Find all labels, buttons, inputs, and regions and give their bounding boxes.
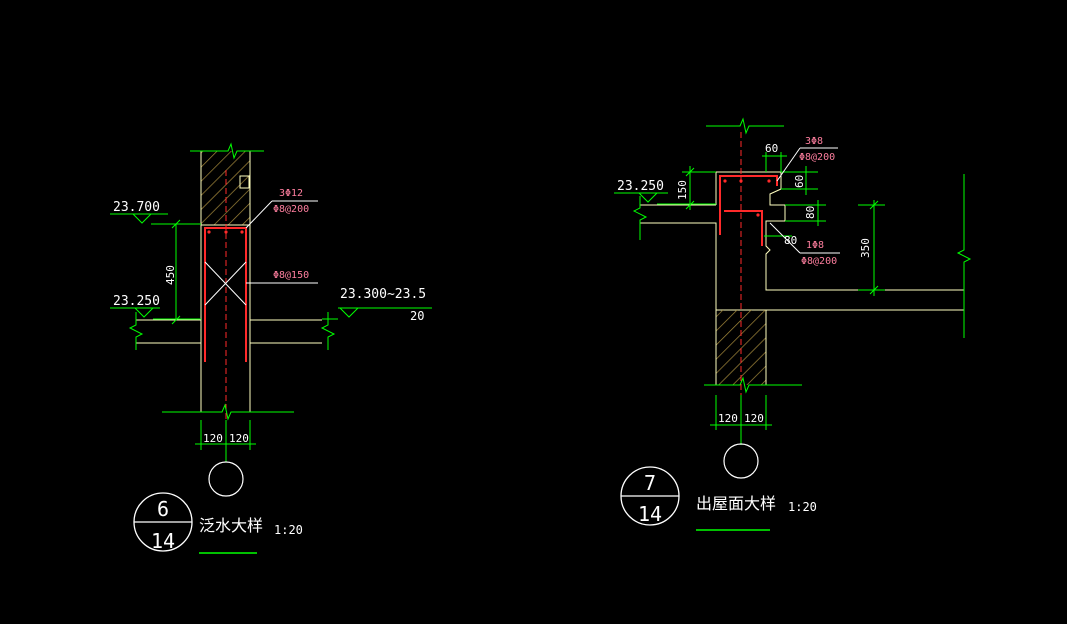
elevation-label: 23.300~23.5 — [340, 287, 426, 302]
dimension-label: 120 — [718, 412, 738, 425]
dimension-label: 80 — [784, 234, 797, 247]
leader-line — [769, 222, 801, 254]
detail-number: 6 — [157, 497, 169, 521]
elevation-marker — [339, 307, 359, 318]
rebar-dot — [723, 179, 727, 183]
rebar-label: 3Φ12 — [279, 188, 303, 199]
detail-6: 23.700 450 23.250 23.300~23.5 20 3Φ12 Φ8… — [110, 142, 432, 554]
break-line — [190, 142, 264, 160]
dimension-label: 350 — [859, 238, 872, 258]
dimension-label: 120 — [744, 412, 764, 425]
rebar-dot — [756, 213, 760, 217]
rebar-label: Φ8@200 — [273, 204, 309, 215]
dimension-label: 80 — [804, 206, 817, 219]
elevation-marker — [134, 307, 154, 318]
dimension-label: 60 — [765, 142, 778, 155]
break-line — [162, 403, 294, 421]
rebar-dot — [224, 230, 228, 234]
break-line — [128, 312, 144, 350]
dimension-label: 450 — [164, 265, 177, 285]
detail-scale: 1:20 — [788, 500, 817, 514]
rebar-label: 3Φ8 — [805, 136, 823, 147]
detail-7: 23.250 150 60 60 80 80 350 — [614, 117, 972, 531]
dimension-label: 60 — [793, 175, 806, 188]
rebar-dot — [767, 179, 771, 183]
dimension-label: 120 — [229, 432, 249, 445]
concrete-outline — [715, 171, 964, 291]
axis-bubble — [723, 443, 759, 479]
opening-cross — [204, 261, 247, 306]
concrete-outline — [640, 222, 717, 310]
dimension-tick — [171, 219, 181, 229]
sheet-number: 14 — [151, 529, 175, 553]
elevation-marker — [132, 213, 152, 224]
detail-scale: 1:20 — [274, 523, 303, 537]
rebar-dot — [207, 230, 211, 234]
elevation-sub-label: 20 — [410, 309, 424, 323]
leader-line — [776, 147, 801, 182]
break-line — [956, 174, 972, 338]
detail-number: 7 — [644, 471, 656, 495]
dimension-label: 120 — [203, 432, 223, 445]
dimension-tick — [685, 200, 695, 210]
break-line — [320, 312, 336, 350]
rebar-label: Φ8@150 — [273, 270, 309, 281]
elevation-label: 23.250 — [617, 179, 664, 194]
break-line — [706, 117, 784, 135]
break-line — [632, 196, 648, 240]
dimension-label: 150 — [676, 180, 689, 200]
dimension-tick — [685, 167, 695, 177]
elevation-marker — [638, 192, 658, 203]
sheet-number: 14 — [638, 502, 662, 526]
rebar-label: Φ8@200 — [801, 256, 837, 267]
axis-bubble — [208, 461, 244, 497]
dimension-tick — [171, 315, 181, 325]
dimension-tick — [869, 200, 879, 210]
rebar-label: Φ8@200 — [799, 152, 835, 163]
rebar-stirrup — [724, 210, 763, 246]
rebar-label: 1Φ8 — [806, 240, 824, 251]
small-square-mark — [239, 175, 250, 189]
detail-title: 泛水大样 — [199, 516, 263, 535]
rebar-stirrup — [719, 175, 778, 235]
elevation-label: 23.700 — [113, 200, 160, 215]
dimension-tick — [869, 285, 879, 295]
rebar-dot — [240, 230, 244, 234]
break-line — [704, 376, 802, 394]
detail-title: 出屋面大样 — [696, 494, 776, 513]
leader-line — [245, 200, 273, 229]
elevation-label: 23.250 — [113, 294, 160, 309]
